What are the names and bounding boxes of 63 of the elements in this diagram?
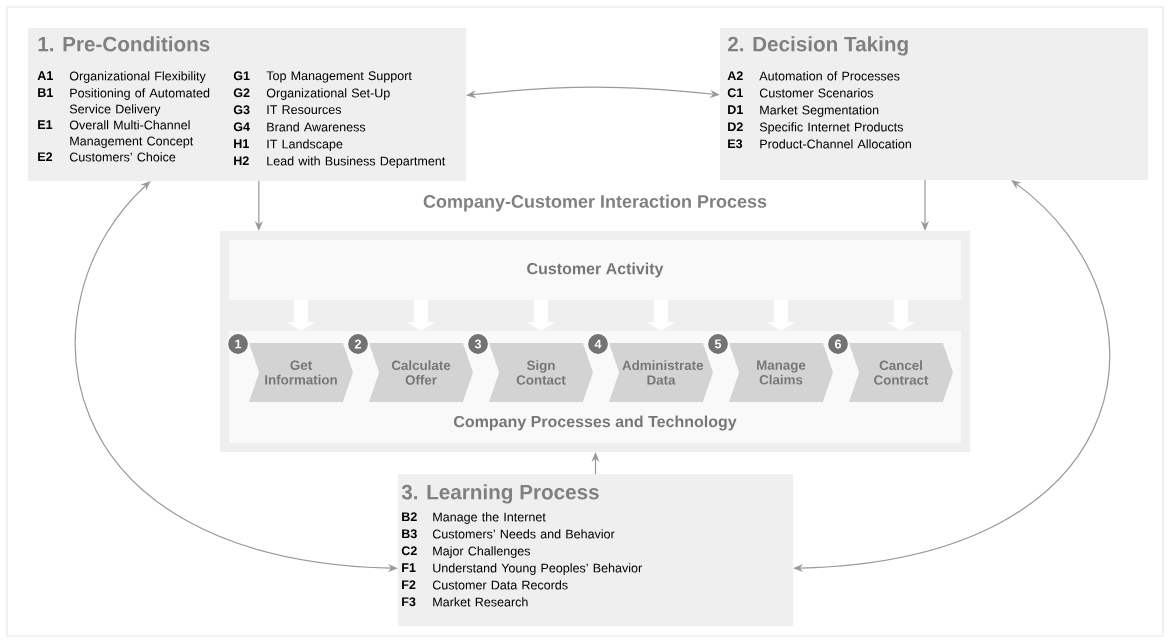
item-label: IT Landscape [267,139,343,151]
item-code: A2 [727,71,743,80]
process-step: Calculate Offer [369,343,473,402]
item-code: G1 [233,71,250,81]
item-code: H2 [234,156,249,165]
process-step: Manage Claims [729,343,833,402]
item-label: Top Management Support [266,71,412,83]
panel-title: Company-Customer Interaction Process [423,194,767,212]
item-label: Manage the Internet [433,512,546,524]
item-code: B1 [38,88,53,97]
item-code: E2 [38,152,53,161]
item-label: IT Resources [267,105,342,114]
item-code: D2 [728,122,743,131]
box-heading: 1. Pre-Conditions [38,36,210,52]
item-label: Overall Multi-Channel Management Concept [69,120,194,148]
box-heading: 2. Decision Taking [728,36,908,56]
item-code: G2 [233,88,250,98]
item-code: G4 [233,122,250,132]
item-label: Organizational Set-Up [266,88,390,100]
step-number: 4 [586,332,610,356]
item-label: Market Segmentation [760,105,879,117]
item-label: Brand Awareness [267,122,366,132]
process-step: Sign Contact [489,343,593,402]
item-code: B2 [402,512,417,521]
item-code: D1 [728,105,743,114]
item-code: A1 [37,71,53,80]
item-label: Market Research [433,597,528,607]
list-box [398,474,793,626]
item-label: Automation of Processes [759,71,900,81]
item-label: Product-Channel Allocation [760,139,911,149]
item-code: C2 [401,546,417,556]
step-number: 3 [466,332,490,356]
activity-band: Customer Activity [229,240,961,300]
item-label: Positioning of Automated Service Delivery [69,88,210,116]
item-code: E3 [728,139,743,149]
item-label: Understand Young Peoples’ Behavior [433,563,642,575]
item-label: Organizational Flexibility [69,71,206,83]
list-box [28,28,466,181]
item-code: H1 [234,139,249,148]
item-label: Customers’ Needs and Behavior [432,529,615,539]
item-code: C1 [727,88,743,98]
process-step: Get Information [249,343,353,402]
step-number: 5 [706,332,730,356]
process-step: Cancel Contract [849,343,953,402]
item-label: Major Challenges [433,546,530,558]
item-code: F2 [402,580,416,589]
item-label: Lead with Business Department [267,156,446,168]
item-code: B3 [402,529,417,539]
process-step: Administrate Data [609,343,713,402]
step-number: 2 [346,332,370,356]
list-box [720,28,1148,180]
item-label: Customer Data Records [432,580,568,590]
item-label: Specific Internet Products [759,122,903,134]
item-code: E1 [38,120,53,129]
band-label: Company Processes and Technology [454,415,737,431]
step-number: 6 [826,332,850,356]
item-code: G3 [233,105,250,115]
step-number: 1 [226,332,250,356]
box-heading: 3. Learning Process [401,484,599,504]
item-label: Customer Scenarios [759,88,874,98]
item-code: F1 [402,563,416,572]
item-label: Customers’ Choice [69,152,176,162]
item-code: F3 [402,597,416,607]
